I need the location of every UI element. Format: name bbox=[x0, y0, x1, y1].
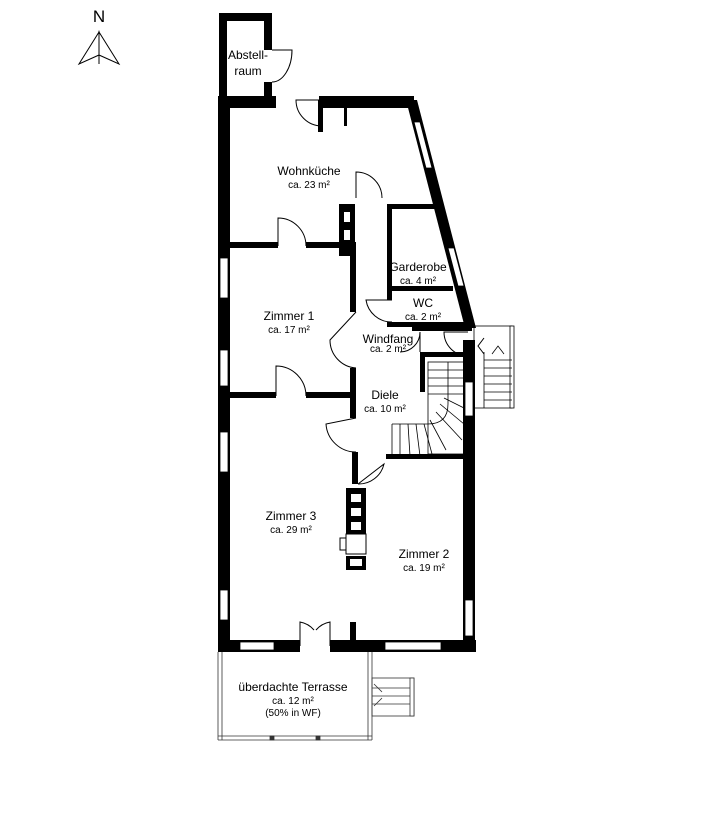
terrasse-name: überdachte Terrasse bbox=[238, 680, 348, 694]
garderobe-area: ca. 4 m² bbox=[400, 276, 437, 287]
zimmer3-name: Zimmer 3 bbox=[266, 509, 317, 523]
terrasse-note: (50% in WF) bbox=[265, 708, 321, 719]
abstellraum-label-2: raum bbox=[234, 64, 261, 78]
wc-area: ca. 2 m² bbox=[405, 312, 442, 323]
zimmer2-area: ca. 19 m² bbox=[403, 563, 445, 574]
zimmer1-name: Zimmer 1 bbox=[264, 309, 315, 323]
room-labels: Abstell- raum Wohnküche ca. 23 m² Garder… bbox=[228, 48, 450, 719]
terrasse-area: ca. 12 m² bbox=[272, 696, 314, 707]
diele-name: Diele bbox=[371, 388, 399, 402]
compass-letter: N bbox=[93, 7, 105, 26]
windows bbox=[219, 121, 474, 651]
zimmer2-name: Zimmer 2 bbox=[399, 547, 450, 561]
garderobe-name: Garderobe bbox=[389, 260, 447, 274]
abstellraum-walls bbox=[219, 13, 293, 103]
zimmer3-area: ca. 29 m² bbox=[270, 525, 312, 536]
wohnkueche-area: ca. 23 m² bbox=[288, 180, 330, 191]
doors bbox=[275, 99, 485, 646]
wohnkueche-name: Wohnküche bbox=[277, 164, 340, 178]
windfang-area: ca. 2 m² bbox=[370, 344, 407, 355]
diele-area: ca. 10 m² bbox=[364, 404, 406, 415]
north-arrow-icon: N bbox=[77, 7, 121, 66]
windfang-name: Windfang bbox=[363, 332, 414, 346]
abstellraum-label-1: Abstell- bbox=[228, 48, 268, 62]
wc-name: WC bbox=[413, 296, 433, 310]
entrance-stairs bbox=[473, 325, 515, 409]
zimmer1-area: ca. 17 m² bbox=[268, 325, 310, 336]
terrace-outline bbox=[217, 652, 415, 741]
interior-walls bbox=[226, 100, 472, 644]
inner-staircase bbox=[391, 361, 465, 457]
